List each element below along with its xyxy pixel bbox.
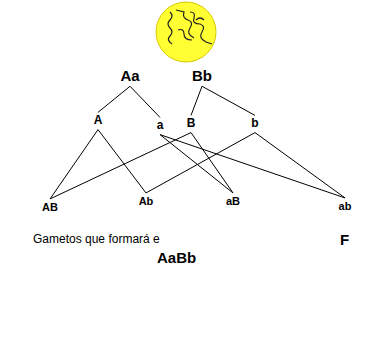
allele: B — [185, 116, 198, 131]
node-text: b — [251, 117, 258, 130]
gamete: AB — [40, 200, 60, 214]
allele: a — [155, 118, 166, 133]
caption-text: Gametos que formará e — [33, 233, 160, 246]
chromosome-squiggles — [168, 10, 212, 44]
connector-line — [255, 133, 345, 198]
genotype-label: AaBb — [157, 250, 196, 267]
connector-line — [160, 135, 345, 198]
node-text: Bb — [192, 68, 212, 85]
gamete: Ab — [137, 194, 156, 208]
node-text: a — [157, 119, 164, 132]
node-text: Ab — [139, 195, 154, 207]
gamete: aB — [224, 194, 242, 208]
node-text: aB — [226, 195, 240, 207]
connector-line — [98, 86, 130, 112]
connector-line — [160, 135, 233, 193]
node-text: Aa — [120, 68, 139, 85]
cell-nucleus — [156, 2, 216, 62]
allele: A — [92, 113, 105, 128]
node-text: B — [187, 117, 196, 130]
gamete: ab — [337, 199, 354, 213]
node-text: AB — [42, 201, 58, 213]
connector-line — [50, 133, 191, 199]
cut-text: F — [340, 232, 349, 249]
connector-line — [98, 130, 146, 193]
connector-line — [191, 133, 233, 193]
connector-line — [130, 86, 160, 117]
allele-pair: Aa — [118, 67, 141, 86]
connector-line — [50, 130, 98, 199]
connector-line — [202, 86, 255, 115]
node-text: ab — [339, 200, 352, 212]
connector-line — [191, 86, 202, 115]
connector-line — [146, 133, 255, 193]
allele: b — [249, 116, 260, 131]
node-text: A — [94, 114, 103, 127]
allele-pair: Bb — [190, 67, 214, 86]
